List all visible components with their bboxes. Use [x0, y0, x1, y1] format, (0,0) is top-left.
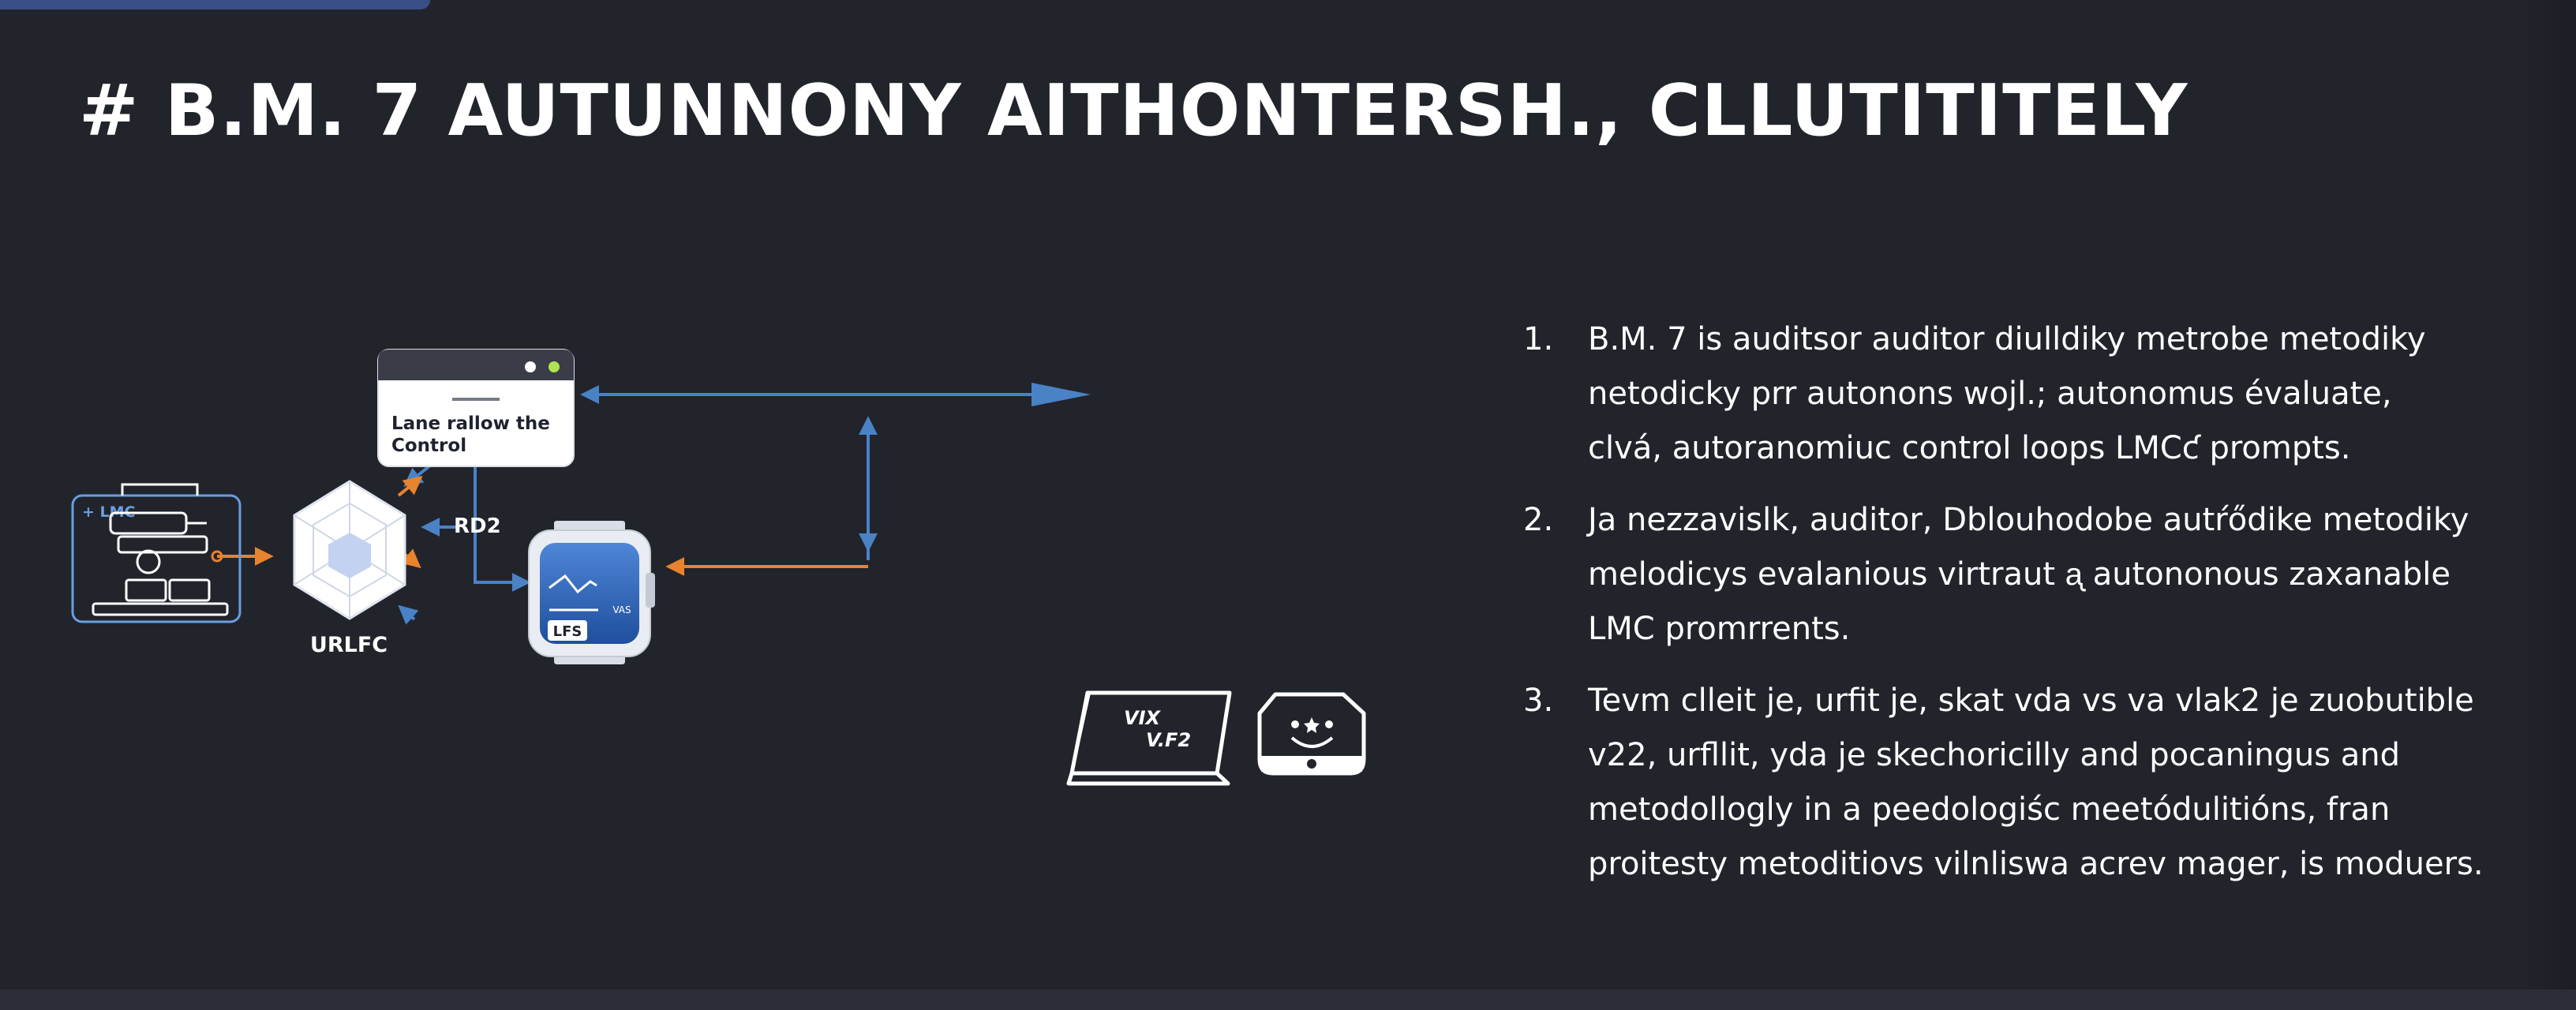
list-item: 3. Tevm clleit je, urfit je, skat vda vs… [1523, 674, 2525, 892]
browser-window: Lane rallow the Control [377, 349, 575, 467]
list-item-number: 3. [1523, 683, 1554, 719]
window-label-line2: Control [391, 436, 466, 456]
list-item-line: B.M. 7 is auditsor auditor diulldiky met… [1588, 321, 2426, 357]
hex-label: URLFC [310, 633, 388, 657]
numbered-list: 1. B.M. 7 is auditsor auditor diulldiky … [1523, 312, 2525, 909]
list-item-line: netodicky prr autonons wojl.; autonomus … [1588, 376, 2392, 412]
top-accent-bar [0, 0, 430, 9]
list-item-line: proitesty metoditiovs vilnliswa acrev ma… [1588, 846, 2484, 882]
list-item-line: Ja nezzavislk, auditor, Dblouhodobe autŕ… [1588, 502, 2469, 538]
laptop-icon: VIX V.F2 [1066, 690, 1232, 786]
list-item-line: LMC promrrents. [1588, 611, 1851, 647]
list-item-line: v22, urfllit, yda je skechoricilly and p… [1588, 737, 2401, 773]
window-dot-white [525, 361, 536, 372]
main-right-arrowhead [1032, 383, 1091, 406]
phone-badge: LFS [553, 623, 582, 640]
list-item-line: melodicys evalanious virtraut ᶏ autonono… [1588, 556, 2451, 593]
phone-device: VAS LFS [528, 521, 655, 664]
laptop-line2: V.F2 [1146, 729, 1191, 751]
list-item-line: Tevm clleit je, urfit je, skat vda vs va… [1588, 683, 2474, 719]
window-dot-green [549, 361, 560, 372]
list-item-number: 1. [1523, 321, 1554, 357]
lmc-tag: + LMC [82, 503, 136, 521]
connectors [217, 383, 1091, 625]
laptop-line1: VIX [1124, 707, 1162, 729]
list-item: 2. Ja nezzavislk, auditor, Dblouhodobe a… [1523, 493, 2525, 656]
lmc-machine-box: + LMC [71, 483, 242, 623]
window-to-phone-arrow [474, 467, 531, 592]
hex-to-window-arrow [397, 475, 423, 497]
hexagon-node: URLFC [293, 480, 406, 657]
window-to-hex-arrow [403, 464, 432, 487]
list-item-line: clvá, autoranomiuc control loops LMCƈ pr… [1588, 430, 2351, 466]
page-title: # B.M. 7 AUTUNNONY AITHONTERSH., CLLUTIT… [79, 69, 2188, 152]
bottom-bar [0, 989, 2576, 1010]
list-item-line: metodollogly in a peedologiśc meetódulit… [1588, 791, 2391, 828]
robot-face-icon [1257, 692, 1366, 776]
hex-bottom-blue-arrow [398, 604, 419, 625]
right-edge-shade [2521, 0, 2576, 989]
diagram: + LMC URLFC Lane rallow the Control RD2 [71, 349, 1366, 786]
list-item-number: 2. [1523, 502, 1554, 538]
rd2-label: RD2 [454, 514, 501, 538]
window-label-line1: Lane rallow the [391, 413, 550, 434]
phone-mini-label: VAS [612, 604, 631, 615]
list-item: 1. B.M. 7 is auditsor auditor diulldiky … [1523, 312, 2525, 476]
